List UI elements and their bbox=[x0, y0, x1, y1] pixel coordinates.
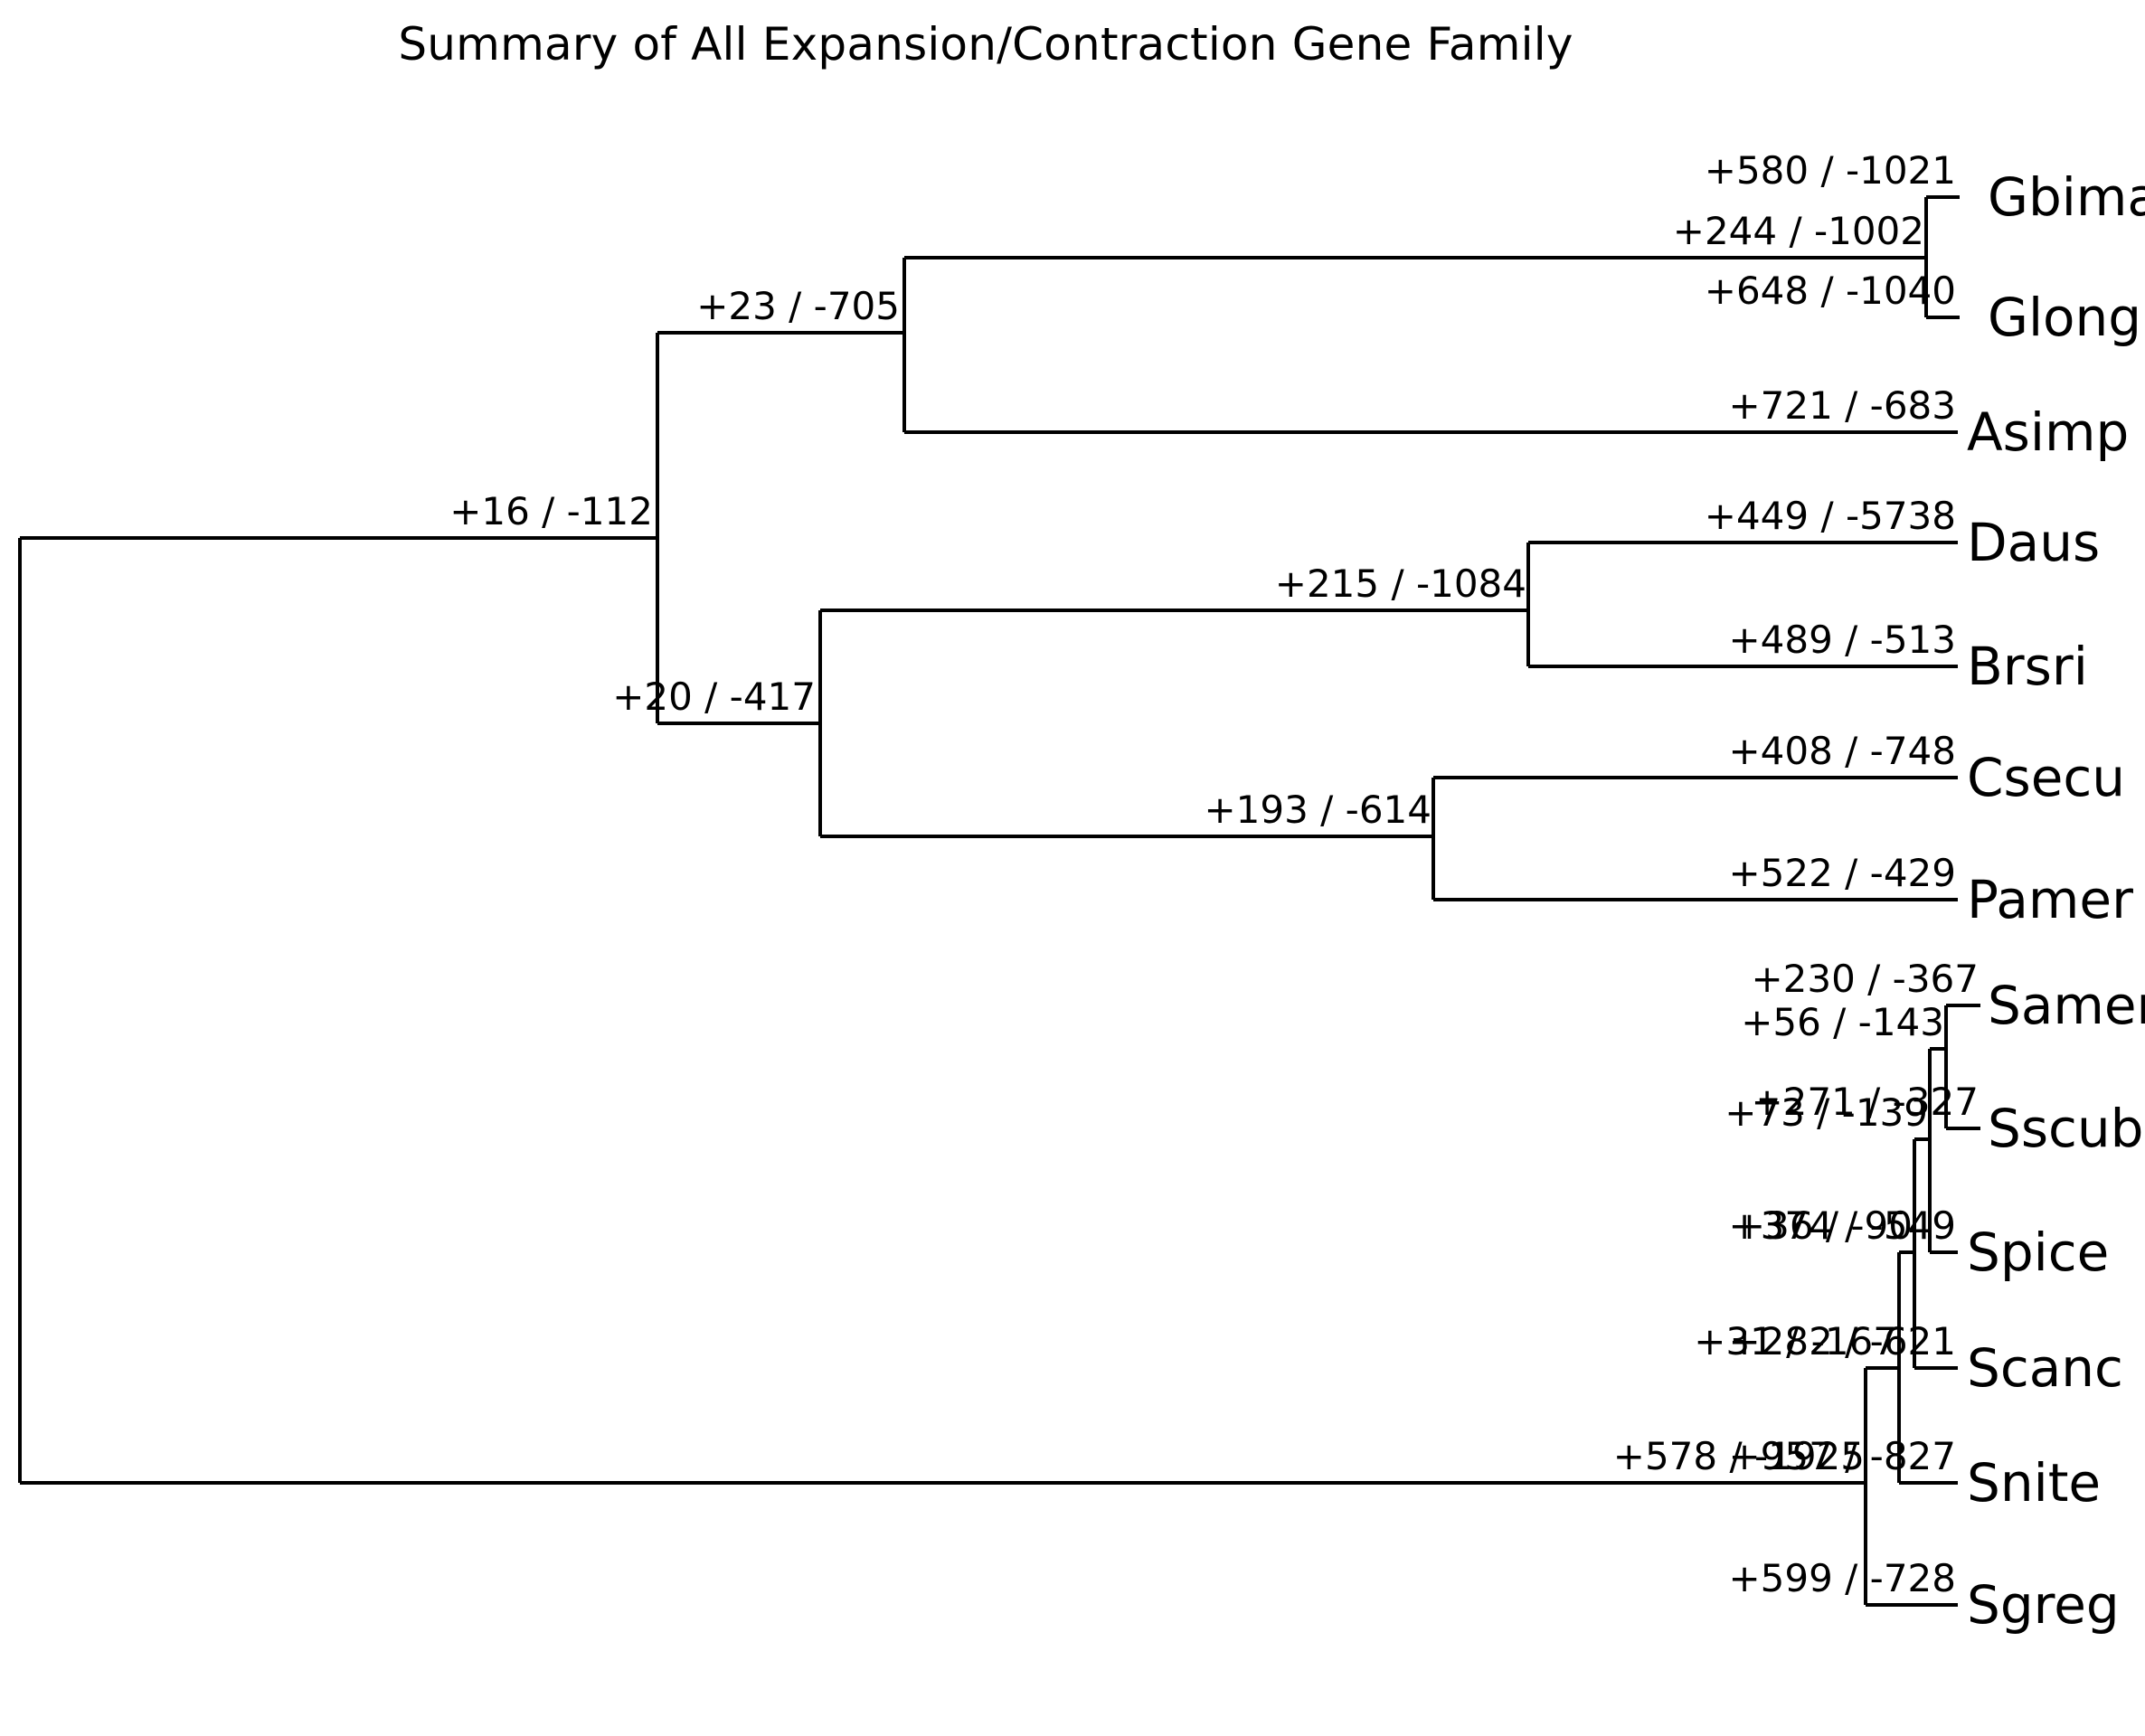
branch-value-scanc: +282 / -621 bbox=[1728, 1319, 1956, 1363]
branch-value-glong: +648 / -1040 bbox=[1704, 269, 1956, 313]
tip-label-sgreg: Sgreg bbox=[1967, 1574, 2120, 1636]
branch-value-csecu: +408 / -748 bbox=[1728, 729, 1956, 773]
tip-label-asimp: Asimp bbox=[1967, 401, 2130, 463]
branch-value-brsri: +489 / -513 bbox=[1728, 618, 1956, 662]
tip-label-gbima: Gbima bbox=[1988, 166, 2145, 228]
branch-value-spice: +374 / -549 bbox=[1728, 1203, 1956, 1248]
branch-value-n_s2: +36 / -90 bbox=[1733, 1203, 1913, 1248]
tip-label-glong: Glong bbox=[1988, 287, 2142, 348]
tip-label-scanc: Scanc bbox=[1967, 1337, 2123, 1399]
tip-label-snite: Snite bbox=[1967, 1452, 2102, 1514]
branch-value-n_sclade: +578 / -1925 bbox=[1612, 1434, 1865, 1478]
branch-value-snite: +957 / -827 bbox=[1728, 1434, 1956, 1478]
page-title: Summary of All Expansion/Contraction Gen… bbox=[398, 18, 1573, 71]
branch-value-n_cp: +193 / -614 bbox=[1204, 788, 1432, 832]
branch-value-n_gba: +23 / -705 bbox=[696, 284, 900, 328]
branch-value-n_s3: +73 / -139 bbox=[1725, 1090, 1928, 1135]
branch-value-n_db: +215 / -1084 bbox=[1274, 561, 1526, 606]
branch-value-pamer: +522 / -429 bbox=[1728, 851, 1956, 895]
branch-value-asimp: +721 / -683 bbox=[1728, 383, 1956, 428]
branch-value-daus: +449 / -5738 bbox=[1704, 494, 1956, 538]
branch-value-n_s4: +56 / -143 bbox=[1741, 1000, 1944, 1044]
branch-value-n_top: +16 / -112 bbox=[449, 489, 653, 533]
branch-value-sscub: +271 / -327 bbox=[1751, 1080, 1979, 1124]
tip-label-samer: Samer bbox=[1988, 975, 2145, 1036]
branch-value-gbima: +580 / -1021 bbox=[1704, 148, 1956, 193]
tip-label-daus: Daus bbox=[1967, 512, 2101, 573]
branch-value-samer: +230 / -367 bbox=[1751, 957, 1979, 1001]
tip-label-spice: Spice bbox=[1967, 1222, 2110, 1283]
tip-label-csecu: Csecu bbox=[1967, 747, 2126, 808]
tip-label-sscub: Sscub bbox=[1988, 1098, 2144, 1159]
branch-value-n_s1: +31 / -167 bbox=[1694, 1319, 1897, 1363]
branch-value-n_dbcp: +20 / -417 bbox=[612, 675, 816, 719]
tip-label-pamer: Pamer bbox=[1967, 869, 2133, 930]
branch-value-sgreg: +599 / -728 bbox=[1728, 1556, 1956, 1600]
branch-value-n_gb: +244 / -1002 bbox=[1672, 209, 1924, 253]
tip-label-brsri: Brsri bbox=[1967, 636, 2088, 697]
